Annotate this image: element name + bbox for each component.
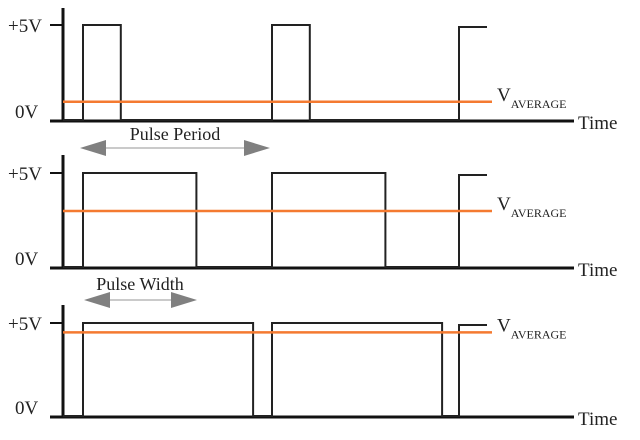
v-average-label: VAVERAGE <box>497 194 567 220</box>
time-label: Time <box>578 409 617 430</box>
pulse-period-arrow-right-head <box>244 140 270 156</box>
low-voltage-label: 0V <box>15 398 39 419</box>
average-subscript: AVERAGE <box>511 327 567 341</box>
v-symbol: V <box>497 315 511 336</box>
pulse-period-arrow-left-head <box>80 140 106 156</box>
v-symbol: V <box>497 85 511 106</box>
low-voltage-label: 0V <box>15 249 39 270</box>
high-voltage-label: +5V <box>8 314 42 335</box>
pulse-width-arrow-right-head <box>171 292 197 308</box>
time-label: Time <box>578 113 617 134</box>
v-symbol: V <box>497 194 511 215</box>
pulse-period-label: Pulse Period <box>130 124 221 144</box>
average-subscript: AVERAGE <box>511 206 567 220</box>
time-label: Time <box>578 260 617 281</box>
pwm-signal <box>63 172 487 268</box>
pulse-width-arrow-left-head <box>84 292 110 308</box>
v-average-label: VAVERAGE <box>497 315 567 341</box>
high-voltage-label: +5V <box>8 164 42 185</box>
pwm-signal <box>63 322 487 417</box>
average-subscript: AVERAGE <box>511 97 567 111</box>
low-voltage-label: 0V <box>15 102 39 123</box>
pulse-width-label: Pulse Width <box>96 274 183 294</box>
pwm-signal <box>63 24 487 121</box>
v-average-label: VAVERAGE <box>497 85 567 111</box>
high-voltage-label: +5V <box>8 16 42 37</box>
